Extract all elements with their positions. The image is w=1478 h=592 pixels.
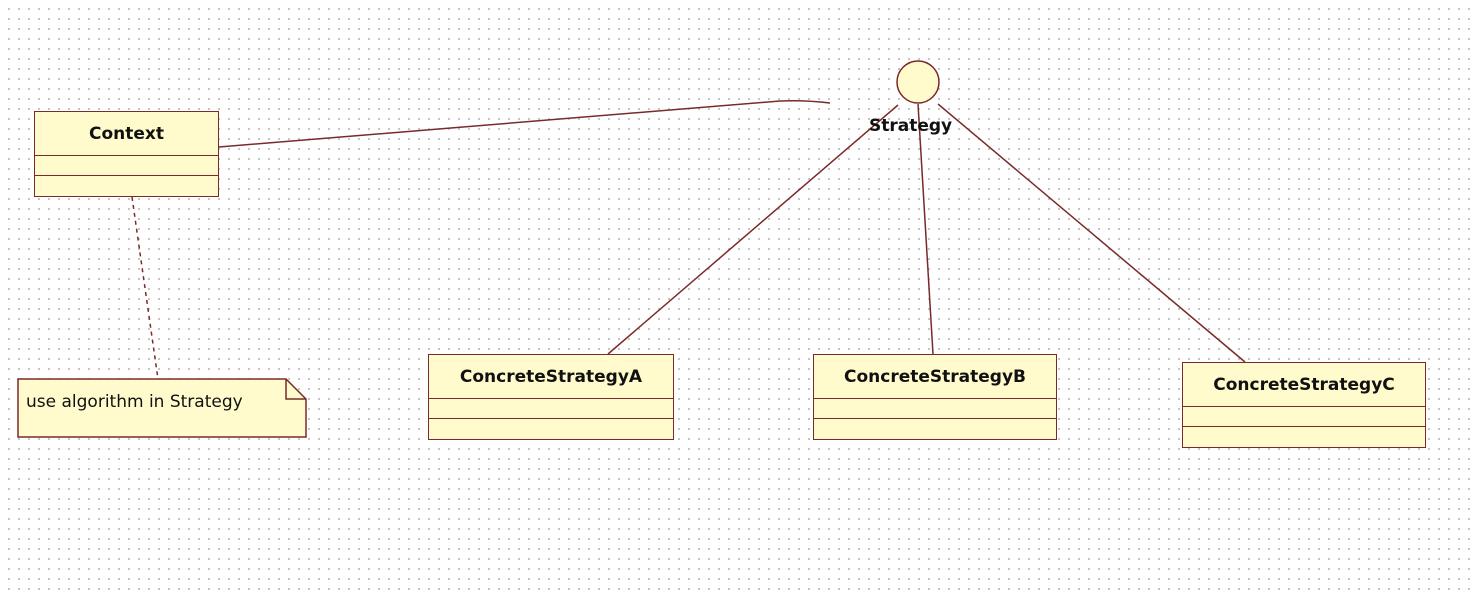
strategy-label: Strategy	[869, 116, 953, 136]
concrete-strategy-a-attributes	[429, 399, 673, 419]
context-class-name: Context	[35, 112, 218, 156]
concrete-strategy-c-operations	[1183, 427, 1425, 447]
note-shape[interactable]	[17, 378, 307, 438]
concrete-strategy-b-class[interactable]: ConcreteStrategyB	[813, 354, 1057, 440]
concrete-strategy-a-name: ConcreteStrategyA	[429, 355, 673, 399]
concrete-strategy-a-operations	[429, 419, 673, 439]
concrete-strategy-c-name: ConcreteStrategyC	[1183, 363, 1425, 407]
realization-line-a[interactable]	[607, 104, 899, 355]
concrete-strategy-b-name: ConcreteStrategyB	[814, 355, 1056, 399]
concrete-strategy-b-operations	[814, 419, 1056, 439]
concrete-strategy-c-class[interactable]: ConcreteStrategyC	[1182, 362, 1426, 448]
note-anchor-line[interactable]	[131, 196, 159, 380]
note-fold-icon	[285, 379, 306, 400]
context-class[interactable]: Context	[34, 111, 219, 197]
context-strategy-association[interactable]	[218, 100, 831, 148]
context-operations	[35, 176, 218, 196]
realization-line-c[interactable]	[937, 103, 1246, 363]
concrete-strategy-c-attributes	[1183, 407, 1425, 427]
realization-line-b[interactable]	[917, 103, 934, 355]
context-attributes	[35, 156, 218, 176]
note-text: use algorithm in Strategy	[26, 392, 243, 412]
strategy-interface-icon[interactable]	[896, 60, 940, 104]
concrete-strategy-b-attributes	[814, 399, 1056, 419]
concrete-strategy-a-class[interactable]: ConcreteStrategyA	[428, 354, 674, 440]
